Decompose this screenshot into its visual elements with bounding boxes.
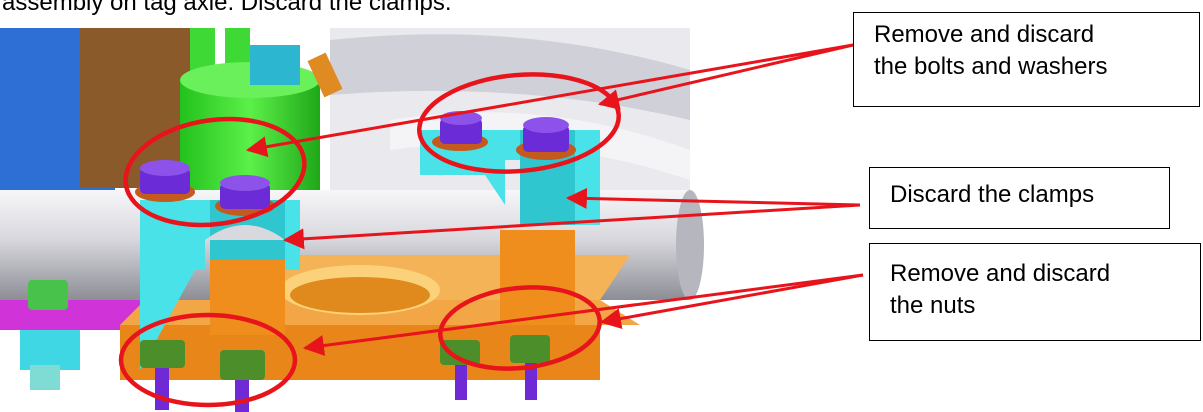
callout-line: Remove and discard <box>890 260 1111 287</box>
highlight-ellipses <box>118 72 621 408</box>
callout-line: Remove and discard <box>874 21 1095 48</box>
callout-line: Discard the clamps <box>890 181 1095 208</box>
callout-nuts: Remove and discard the nuts <box>869 243 1201 341</box>
instruction-text: assembly on tag axle. Discard the clamps… <box>2 0 452 16</box>
callout-bolts-washers: Remove and discard the bolts and washers <box>853 12 1200 107</box>
callout-line: the nuts <box>890 292 976 319</box>
callout-clamps: Discard the clamps <box>869 167 1170 229</box>
callout-arrows <box>245 43 864 356</box>
callout-line: the bolts and washers <box>874 53 1108 80</box>
